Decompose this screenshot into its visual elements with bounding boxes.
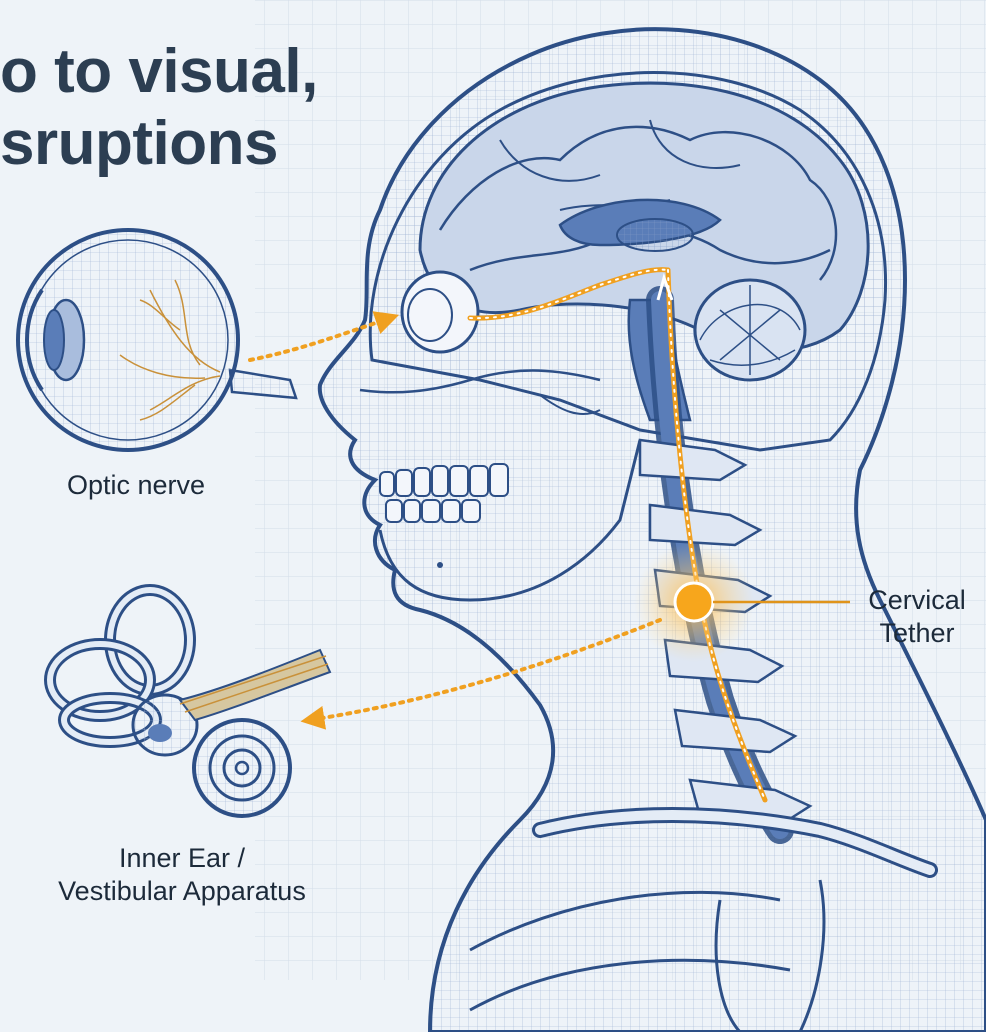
- optic-nerve-label: Optic nerve: [67, 469, 205, 502]
- eyeball-icon: [18, 230, 296, 450]
- cervical-tether-label: Cervical Tether: [852, 584, 982, 650]
- cervical-tether-label-line-2: Tether: [852, 617, 982, 650]
- title-line-1: o to visual,: [0, 36, 318, 108]
- title-line-2: sruptions: [0, 108, 318, 180]
- inner-ear-label-line-2: Vestibular Apparatus: [22, 875, 342, 908]
- inner-ear-label: Inner Ear / Vestibular Apparatus: [22, 842, 342, 908]
- page-title: o to visual, sruptions: [0, 36, 318, 180]
- cervical-tether-label-line-1: Cervical: [852, 584, 982, 617]
- inner-ear-label-line-1: Inner Ear /: [22, 842, 342, 875]
